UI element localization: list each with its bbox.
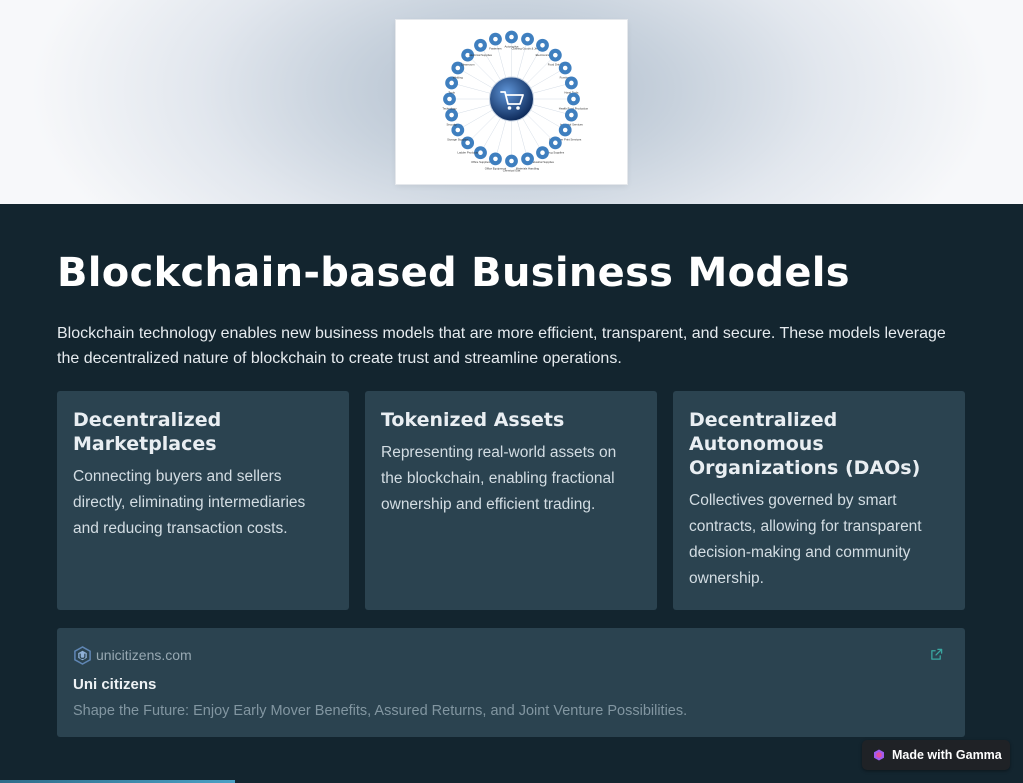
- diagram-node-label: Industrial Services: [560, 123, 583, 127]
- card-daos: Decentralized Autonomous Organizations (…: [673, 391, 965, 610]
- diagram-node: Drug Supplies: [547, 136, 565, 154]
- intro-paragraph: Blockchain technology enables new busine…: [57, 325, 946, 367]
- diagram-node: Industrial Services: [560, 108, 583, 127]
- link-description: Shape the Future: Enjoy Early Mover Bene…: [73, 703, 688, 719]
- diagram-node-label: Furniture: [560, 76, 572, 80]
- diagram-node: Automotive: [505, 30, 519, 49]
- diagram-node: Clothing Goods & Jewelry: [511, 32, 544, 51]
- diagram-node: Materials Handling: [516, 152, 540, 170]
- diagram-node-label: Health Food Production: [559, 107, 589, 111]
- diagram-node-label: Industrial Supplies: [531, 160, 554, 164]
- diagram-node: Office Supplies: [471, 146, 490, 164]
- diagram-node: Health Food Production: [559, 92, 589, 111]
- diagram-node-label: Security: [447, 123, 458, 127]
- diagram-node-label: Fasteners: [489, 47, 502, 51]
- diagram-node: Chemical Gas: [503, 154, 521, 173]
- diagram-node: Newspaper Print Services: [549, 123, 582, 142]
- diagram-node: Tools: [445, 76, 459, 94]
- gamma-logo-icon: [874, 749, 884, 761]
- diagram-node: Fasteners: [489, 32, 502, 51]
- diagram-node: Technology: [442, 92, 457, 111]
- diagram-node-label: Food Drinks: [548, 63, 564, 67]
- card-decentralized-marketplaces: Decentralized Marketplaces Connecting bu…: [57, 391, 349, 610]
- diagram-node-label: Electrical Supplies: [469, 53, 492, 57]
- diagram-node-label: Welding: [453, 76, 463, 80]
- card-title: Decentralized Marketplaces: [73, 409, 222, 455]
- diagram-node: Electrical Supplies: [469, 38, 493, 57]
- diagram-node-label: Electronics: [536, 53, 550, 57]
- card-title: Decentralized Autonomous Organizations (…: [689, 409, 921, 479]
- card-body: Connecting buyers and sellers directly, …: [73, 468, 306, 537]
- shopping-cart-icon: [489, 76, 534, 122]
- diagram-node-label: Drug Supplies: [547, 150, 565, 154]
- diagram-node-label: Office Equipment: [485, 166, 507, 170]
- diagram-node-label: Hand Tools: [564, 90, 579, 94]
- diagram-node: Security: [445, 108, 459, 127]
- diagram-node-label: Cleanroom: [461, 63, 475, 67]
- made-with-gamma-badge[interactable]: Made with Gamma: [862, 740, 1010, 770]
- diagram-node: Industrial Supplies: [531, 146, 555, 164]
- diagram-node-label: Chemical Gas: [503, 169, 521, 173]
- diagram-node-label: Ladder Products: [457, 150, 478, 154]
- card-body: Collectives governed by smart contracts,…: [689, 492, 922, 587]
- diagram-node-label: Office Supplies: [471, 160, 490, 164]
- page-title: Blockchain-based Business Models: [57, 250, 850, 296]
- link-domain: unicitizens.com: [96, 647, 192, 663]
- badge-label: Made with Gamma: [892, 748, 1002, 762]
- diagram-node: Cleanroom: [461, 48, 475, 67]
- diagram-node: Storage Supplies: [447, 123, 469, 142]
- external-link-icon[interactable]: [930, 648, 943, 661]
- diagram-node-label: Automotive: [505, 45, 519, 49]
- card-title: Tokenized Assets: [381, 409, 565, 431]
- slide-content: Blockchain-based Business Models Blockch…: [0, 204, 1023, 783]
- diagram-node-label: Clothing Goods & Jewelry: [511, 47, 544, 51]
- diagram-node: Furniture: [558, 61, 572, 80]
- card-tokenized-assets: Tokenized Assets Representing real-world…: [365, 391, 657, 610]
- progress-bar: [0, 780, 235, 783]
- diagram-node-label: Materials Handling: [516, 166, 540, 170]
- diagram-node-label: Tools: [448, 90, 455, 94]
- diagram-node-label: Storage Supplies: [447, 138, 469, 142]
- link-preview-card[interactable]: unicitizens.com Uni citizens Shape the F…: [57, 628, 965, 737]
- diagram-node: Food Drinks: [548, 48, 564, 67]
- diagram-node: Office Equipment: [485, 152, 507, 170]
- diagram-node: Welding: [451, 61, 465, 80]
- diagram-node-label: Technology: [442, 107, 457, 111]
- diagram-node-label: Newspaper Print Services: [549, 138, 582, 142]
- diagram-node: Electronics: [536, 38, 550, 57]
- link-title: Uni citizens: [73, 676, 157, 693]
- diagram-node: Ladder Products: [457, 136, 479, 154]
- uni-citizens-logo-icon: [74, 645, 91, 665]
- diagram-node: Hand Tools: [564, 76, 579, 94]
- card-body: Representing real-world assets on the bl…: [381, 444, 617, 513]
